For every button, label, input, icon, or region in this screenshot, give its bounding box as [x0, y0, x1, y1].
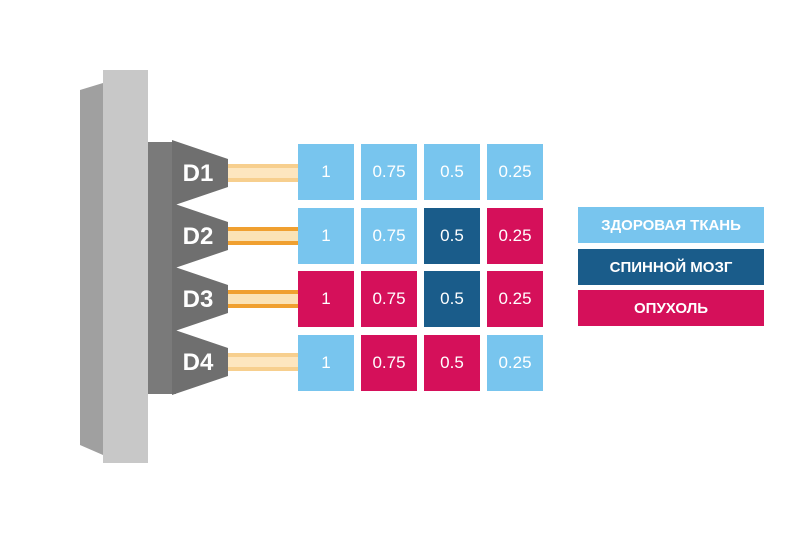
- grid-cell-d2-4: 0.25: [487, 208, 543, 264]
- grid-cell-d4-1: 1: [298, 335, 354, 391]
- detector-d2: [172, 203, 228, 269]
- grid-cell-d3-2: 0.75: [361, 271, 417, 327]
- beam-core-d3: [222, 294, 298, 304]
- beam-core-d2: [222, 231, 298, 241]
- device-back-panel: [80, 83, 103, 455]
- detector-d4: [172, 329, 228, 395]
- device-front-panel: [103, 70, 148, 463]
- grid-cell-d3-4: 0.25: [487, 271, 543, 327]
- beam-core-d4: [222, 357, 298, 367]
- detector-group: [172, 140, 228, 395]
- grid-cell-d2-3: 0.5: [424, 208, 480, 264]
- grid-cell-d3-3: 0.5: [424, 271, 480, 327]
- detector-d1: [172, 140, 228, 206]
- detector-d3: [172, 266, 228, 332]
- legend-healthy-tissue: ЗДОРОВАЯ ТКАНЬ: [578, 207, 764, 243]
- grid-cell-d4-4: 0.25: [487, 335, 543, 391]
- beam-group: [222, 164, 298, 371]
- grid-cell-d1-3: 0.5: [424, 144, 480, 200]
- grid-cell-d4-2: 0.75: [361, 335, 417, 391]
- grid-cell-d4-3: 0.5: [424, 335, 480, 391]
- grid-cell-d1-4: 0.25: [487, 144, 543, 200]
- grid-cell-d2-2: 0.75: [361, 208, 417, 264]
- detector-mount: [148, 142, 176, 394]
- legend-spinal-cord: СПИННОЙ МОЗГ: [578, 249, 764, 285]
- legend-tumor: ОПУХОЛЬ: [578, 290, 764, 326]
- grid-cell-d1-1: 1: [298, 144, 354, 200]
- grid-cell-d2-1: 1: [298, 208, 354, 264]
- detector-label-d1: D1: [182, 160, 214, 187]
- beam-core-d1: [222, 168, 298, 178]
- detector-label-d3: D3: [182, 286, 214, 313]
- detector-label-d4: D4: [182, 349, 214, 376]
- detector-label-d2: D2: [182, 223, 214, 250]
- grid-cell-d1-2: 0.75: [361, 144, 417, 200]
- grid-cell-d3-1: 1: [298, 271, 354, 327]
